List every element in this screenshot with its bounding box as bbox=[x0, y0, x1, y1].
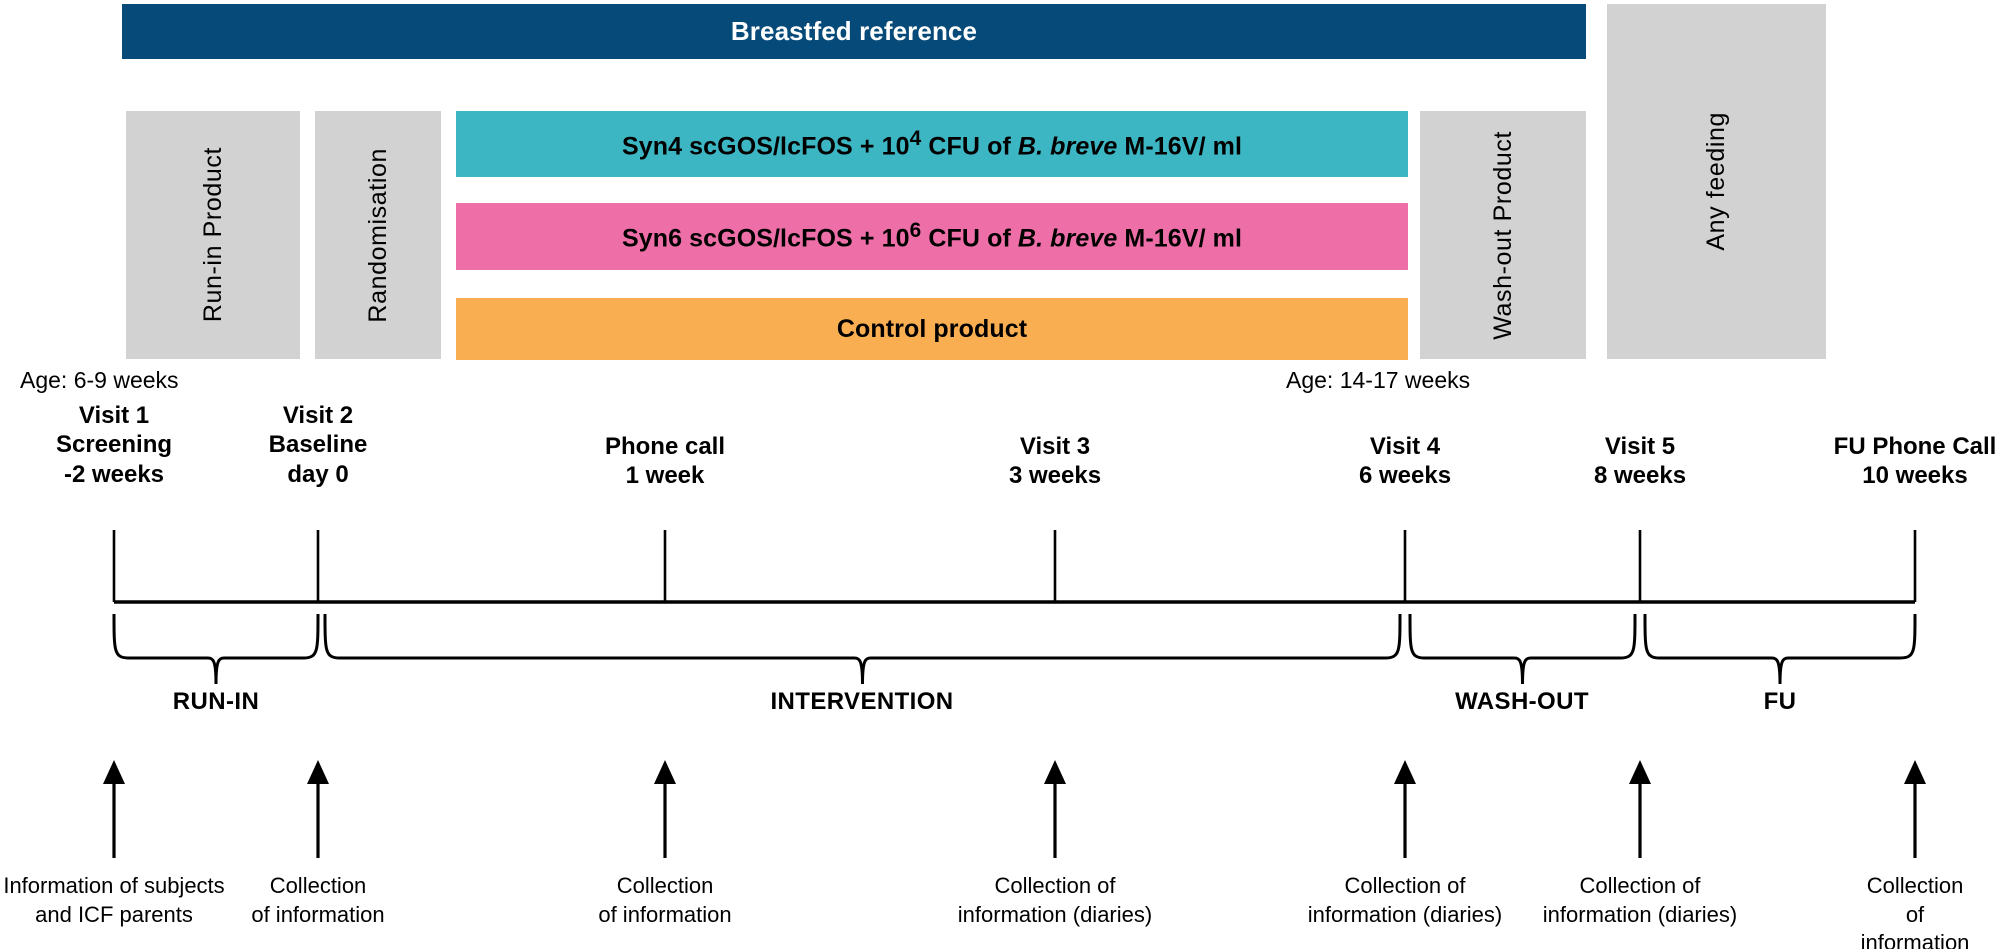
bar-syn4-arm: Syn4 scGOS/lcFOS + 104 CFU of B. breve M… bbox=[456, 111, 1408, 177]
visit-time: 3 weeks bbox=[1008, 462, 1102, 490]
visit-time: day 0 bbox=[287, 460, 349, 488]
assessment-block-7: Collection of information bbox=[1861, 872, 1970, 949]
visit-time: 8 weeks bbox=[1593, 462, 1687, 490]
box-wash-out-product-label: Wash-out Product bbox=[1488, 130, 1517, 340]
phase-label-wash-out: WASH-OUT bbox=[1455, 688, 1589, 715]
assessment-info: Collection of information bbox=[251, 873, 385, 927]
visit-time: -2 weeks bbox=[63, 460, 165, 488]
assessment-arrow-3 bbox=[654, 760, 676, 858]
box-randomisation: Randomisation bbox=[315, 111, 441, 359]
visit-name: Visit 5 bbox=[1604, 433, 1676, 460]
phase-label-fu: FU bbox=[1763, 688, 1797, 715]
visit-name: Visit 4 bbox=[1369, 433, 1441, 460]
phase-label-run-in: RUN-IN bbox=[172, 688, 260, 715]
visit-name: FU Phone Call bbox=[1833, 433, 1997, 460]
assessment-block-2: Collection of informationAnthropometrics… bbox=[238, 872, 398, 949]
assessment-block-3: Collection of information bbox=[598, 872, 731, 929]
assessment-arrow-1 bbox=[103, 760, 125, 858]
age-label-right: Age: 14-17 weeks bbox=[1286, 367, 1471, 393]
assessment-block-6: Collection of information (diaries)Anthr… bbox=[1543, 872, 1737, 949]
assessment-info: Information of subjects and ICF parents bbox=[3, 873, 225, 927]
visit-name: Phone call bbox=[604, 433, 726, 460]
visit-name: Visit 2 bbox=[282, 402, 354, 429]
phase-brace-4 bbox=[1643, 613, 1917, 685]
bar-control-arm: Control product bbox=[456, 298, 1408, 360]
visit-time: 10 weeks bbox=[1862, 462, 1968, 490]
bar-syn6-arm: Syn6 scGOS/lcFOS + 106 CFU of B. breve M… bbox=[456, 203, 1408, 270]
assessment-arrow-4 bbox=[1044, 760, 1066, 858]
visit-time: 6 weeks bbox=[1358, 462, 1452, 490]
phase-label-intervention: INTERVENTION bbox=[770, 688, 954, 715]
visit-name: Visit 3 bbox=[1019, 433, 1091, 460]
box-run-in-product: Run-in Product bbox=[126, 111, 300, 359]
box-any-feeding-label: Any feeding bbox=[1702, 112, 1730, 251]
assessment-arrow-6 bbox=[1629, 760, 1651, 858]
bar-syn4-label: Syn4 scGOS/lcFOS + 104 CFU of B. breve M… bbox=[621, 126, 1243, 161]
assessment-block-1: Information of subjects and ICF parentsA… bbox=[3, 872, 224, 949]
assessment-arrow-7 bbox=[1904, 760, 1926, 858]
phase-brace-3 bbox=[1408, 613, 1637, 685]
syn4-exponent: 4 bbox=[909, 126, 922, 150]
age-label-left: Age: 6-9 weeks bbox=[20, 367, 179, 393]
assessment-block-5: Collection of information (diaries)Anthr… bbox=[1308, 872, 1502, 949]
phase-brace-2 bbox=[323, 613, 1402, 685]
assessment-info: Collection of information (diaries) bbox=[1542, 873, 1738, 927]
box-run-in-product-label: Run-in Product bbox=[198, 147, 227, 323]
bar-syn6-label: Syn6 scGOS/lcFOS + 106 CFU of B. breve M… bbox=[621, 219, 1243, 253]
visit-name: Visit 1 bbox=[78, 402, 150, 429]
visit-detail: Screening bbox=[55, 431, 173, 459]
assessment-block-4: Collection of information (diaries)Anthr… bbox=[958, 872, 1152, 949]
assessment-info: Collection of information (diaries) bbox=[1307, 873, 1503, 927]
assessment-info: Collection of information bbox=[598, 873, 732, 927]
phase-brace-1 bbox=[112, 613, 320, 685]
assessment-info: Collection of information (diaries) bbox=[957, 873, 1153, 927]
bar-breastfed-reference: Breastfed reference bbox=[122, 4, 1586, 59]
assessment-info: Collection of information bbox=[1860, 873, 1970, 949]
assessment-arrow-5 bbox=[1394, 760, 1416, 858]
box-randomisation-label: Randomisation bbox=[363, 147, 392, 323]
assessment-arrow-2 bbox=[307, 760, 329, 858]
box-wash-out-product: Wash-out Product bbox=[1420, 111, 1586, 359]
visit-time: 1 week bbox=[625, 462, 705, 490]
box-any-feeding: Any feeding bbox=[1607, 4, 1826, 359]
visit-detail: Baseline bbox=[268, 431, 368, 459]
bar-breastfed-label: Breastfed reference bbox=[730, 15, 978, 46]
bar-control-label: Control product bbox=[836, 314, 1028, 343]
syn6-exponent: 6 bbox=[909, 219, 922, 243]
